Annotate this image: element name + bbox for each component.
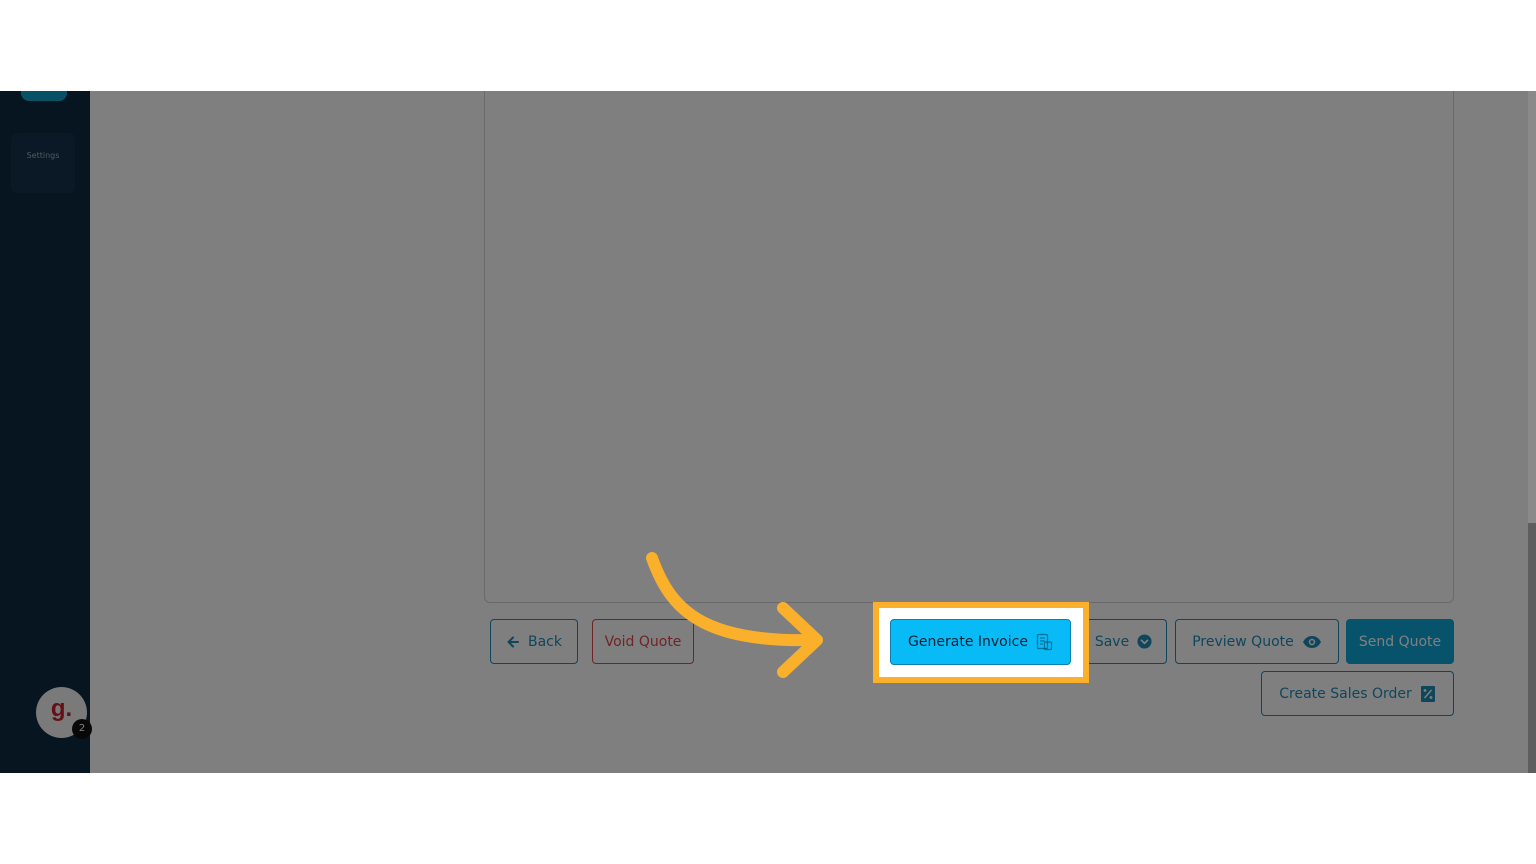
scrollbar-thumb[interactable]: [1528, 523, 1536, 773]
tutorial-dim-overlay: [0, 91, 1536, 773]
generate-invoice-button[interactable]: Generate Invoice: [890, 619, 1071, 665]
curved-arrow-icon: [646, 552, 823, 678]
invoice-document-icon: [1036, 633, 1053, 651]
generate-invoice-label: Generate Invoice: [908, 634, 1028, 650]
scrollbar-track[interactable]: [1528, 91, 1536, 773]
app-viewport: Settings Back Void Quote Save Preview Qu…: [0, 91, 1536, 773]
